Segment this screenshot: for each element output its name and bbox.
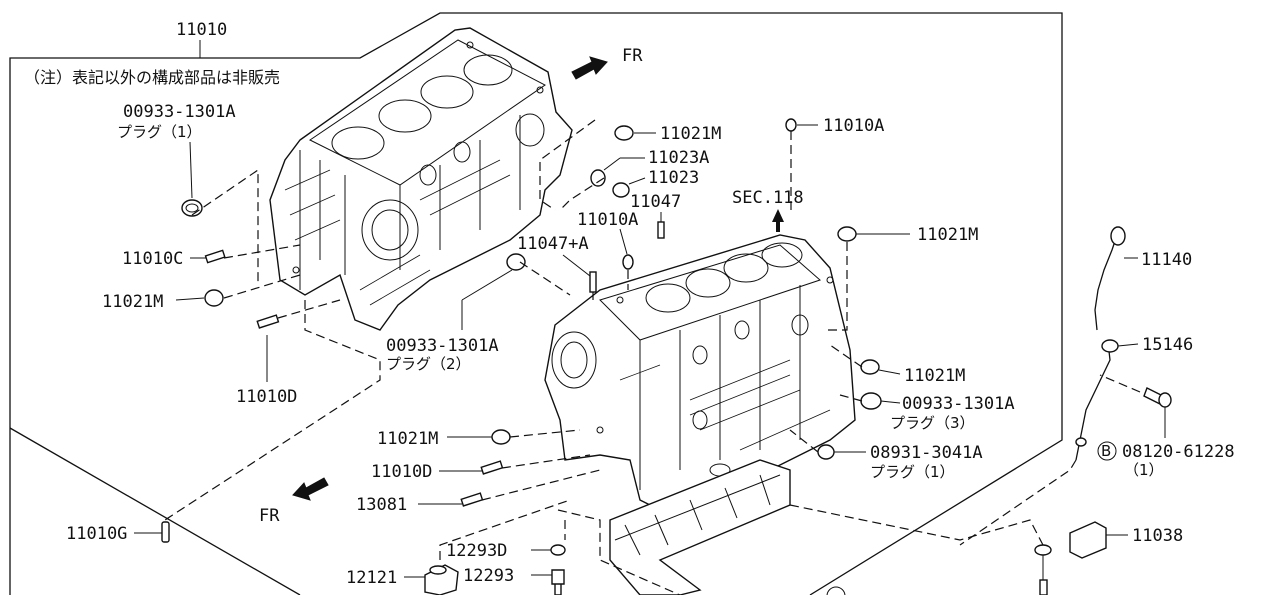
plug-1 <box>181 199 203 217</box>
circle-partial-bottom <box>826 586 846 595</box>
dowel-11010d-lower <box>480 460 504 475</box>
assembly-frame <box>9 12 1063 595</box>
label-11021m-c[interactable]: 11021M <box>917 225 978 245</box>
label-11021m-e[interactable]: 11021M <box>377 429 438 449</box>
label-11021m-a[interactable]: 11021M <box>102 292 163 312</box>
circle-b-letter: B <box>1101 442 1111 460</box>
label-00933-1[interactable]: 00933-1301A <box>123 102 236 122</box>
sec-arrow <box>772 209 784 232</box>
washer-12293d <box>550 544 566 556</box>
note-text: （注）表記以外の構成部品は非販売 <box>24 68 280 87</box>
label-12121[interactable]: 12121 <box>346 568 397 588</box>
label-00933-3[interactable]: 00933-1301A <box>902 394 1015 414</box>
bracket-11038 <box>1069 521 1107 559</box>
dowel-11010c <box>204 249 226 264</box>
label-11140[interactable]: 11140 <box>1141 250 1192 270</box>
label-11010d-b[interactable]: 11010D <box>371 462 432 482</box>
fr-arrow-top <box>571 56 608 80</box>
label-fr-top: FR <box>622 46 643 66</box>
label-plug-1b: プラグ（1） <box>870 463 955 481</box>
label-sec-118[interactable]: SEC.118 <box>732 188 804 208</box>
label-11047a[interactable]: 11047+A <box>517 234 589 254</box>
plug-11021m-right <box>837 226 857 242</box>
label-11010d-a[interactable]: 11010D <box>236 387 297 407</box>
bolt-12293 <box>551 569 565 595</box>
cylinder-block-rear-view <box>269 27 573 331</box>
label-11023[interactable]: 11023 <box>648 168 699 188</box>
plug-08931 <box>817 444 835 460</box>
dowel-11010g <box>161 521 170 543</box>
plug-11021m-top <box>614 125 634 141</box>
label-11010c[interactable]: 11010C <box>122 249 183 269</box>
label-11010a-b[interactable]: 11010A <box>823 116 884 136</box>
label-11010a-a[interactable]: 11010A <box>577 210 638 230</box>
plug-11010a-left <box>622 254 634 270</box>
label-15146[interactable]: 15146 <box>1142 335 1193 355</box>
label-08120[interactable]: 08120-61228 <box>1122 442 1235 462</box>
dipstick-11140 <box>1094 231 1119 331</box>
label-11047[interactable]: 11047 <box>630 192 681 212</box>
label-plug-3: プラグ（3） <box>890 414 975 432</box>
label-plug-1: プラグ（1） <box>117 123 202 141</box>
plug-2 <box>506 253 526 271</box>
label-11023a[interactable]: 11023A <box>648 148 709 168</box>
plug-11010a-right <box>785 118 797 132</box>
dashed-assembly-lines <box>164 119 1141 595</box>
label-12293d[interactable]: 12293D <box>446 541 507 561</box>
fr-arrow-bottom <box>292 477 329 501</box>
label-qty-1: （1） <box>1124 461 1164 479</box>
dowel-11047 <box>657 221 665 239</box>
label-11038[interactable]: 11038 <box>1132 526 1183 546</box>
label-11010[interactable]: 11010 <box>176 20 227 40</box>
plug-3 <box>860 392 882 410</box>
leader-lines <box>134 40 1166 580</box>
plug-11023 <box>612 182 630 198</box>
label-12293[interactable]: 12293 <box>463 566 514 586</box>
circle-b-symbol: B <box>1097 441 1117 461</box>
label-plug-2: プラグ（2） <box>386 355 471 373</box>
dowel-11010d-left <box>256 314 280 329</box>
label-11021m-d[interactable]: 11021M <box>904 366 965 386</box>
plug-11021m-left <box>204 289 224 307</box>
label-11010g[interactable]: 11010G <box>66 524 127 544</box>
bearing-cap-girdle <box>609 459 791 595</box>
label-13081[interactable]: 13081 <box>356 495 407 515</box>
dowel-13081 <box>460 492 484 507</box>
plug-11021m-mid <box>860 359 880 375</box>
label-08931[interactable]: 08931-3041A <box>870 443 983 463</box>
dowel-11047a <box>589 271 597 293</box>
label-11021m-b[interactable]: 11021M <box>660 124 721 144</box>
ring-11023a <box>590 169 606 187</box>
plug-11021m-lower <box>491 429 511 445</box>
label-fr-bottom: FR <box>259 506 280 526</box>
label-00933-2[interactable]: 00933-1301A <box>386 336 499 356</box>
